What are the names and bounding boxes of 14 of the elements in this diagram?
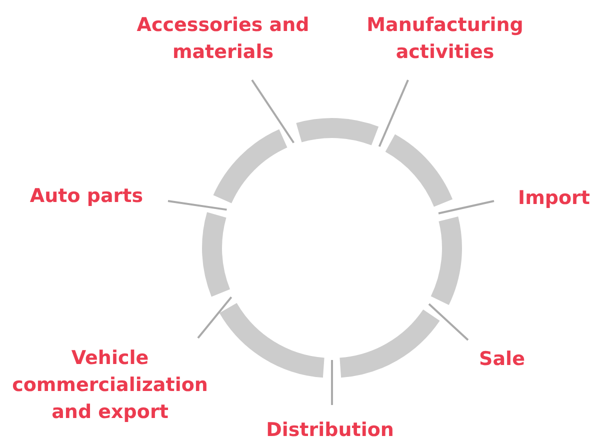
leader-line [438,200,494,214]
stage-label: Auto parts [14,183,159,210]
stage-label: Sale [462,346,542,373]
stage-label: Accessories and materials [128,12,318,66]
stage-label: Vehicle commercialization and export [10,345,210,426]
stage-label: Import [502,185,606,212]
leader-line [251,79,295,144]
leader-line [378,80,409,147]
leader-line [428,303,469,341]
leader-line [168,200,227,211]
leader-line [331,360,333,405]
stage-label: Manufacturing activities [345,12,545,66]
stage-label: Distribution [245,417,415,444]
leader-line [197,296,232,339]
